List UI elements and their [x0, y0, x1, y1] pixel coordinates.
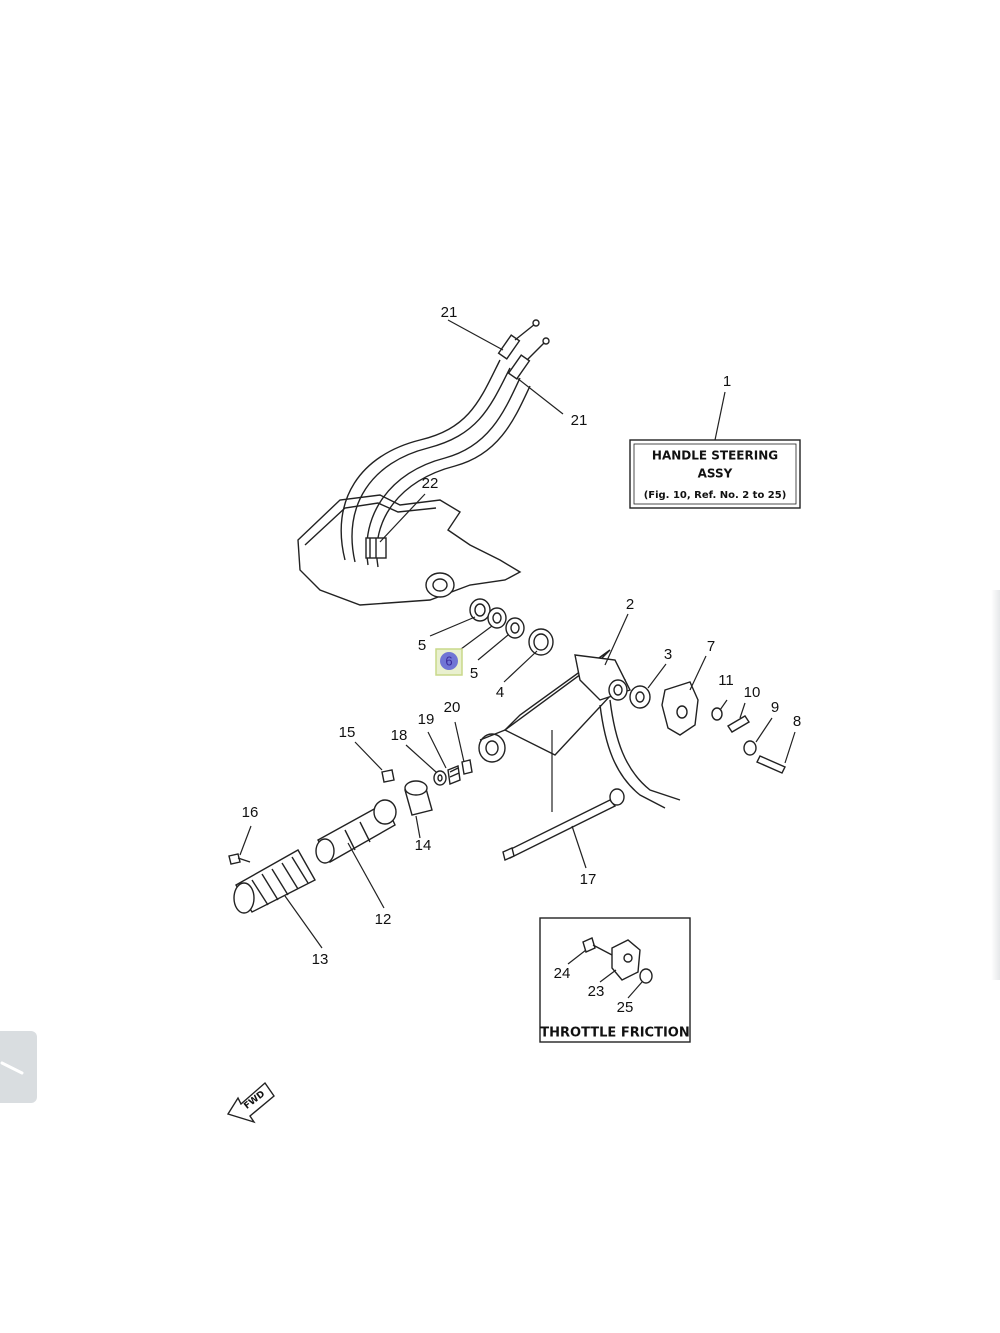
header-box: HANDLE STEERING ASSY (Fig. 10, Ref. No. …: [629, 439, 801, 509]
throttle-collar: [404, 780, 433, 816]
fwd-arrow-icon: FWD: [226, 1081, 275, 1124]
callouts: 21 21 1 22 2 3 7 5 5 4 11 10 9 8 20 19 1…: [242, 304, 802, 1016]
throttle-cables: [340, 319, 550, 568]
highlighted-callout-6[interactable]: 6: [435, 648, 463, 676]
steering-arm: [478, 649, 681, 809]
callout-1: 1: [723, 373, 731, 390]
callout-5a: 5: [418, 637, 426, 654]
callout-23: 23: [588, 983, 605, 1000]
callout-22: 22: [422, 475, 439, 492]
callout-14: 14: [415, 837, 432, 854]
side-drawer-tab[interactable]: [0, 1031, 37, 1103]
grip-screw: [228, 853, 251, 865]
callout-2: 2: [626, 596, 634, 613]
callout-18: 18: [391, 727, 408, 744]
callout-15: 15: [339, 724, 356, 741]
callout-17: 17: [580, 871, 597, 888]
header-box-line2: ASSY: [698, 467, 733, 481]
chevron-left-icon: [0, 1061, 24, 1075]
inset-box-title: THROTTLE FRICTION: [540, 1026, 689, 1041]
callout-3: 3: [664, 646, 672, 663]
callout-13: 13: [312, 951, 329, 968]
collar-and-plate: [629, 681, 786, 774]
leader-lines: [239, 319, 796, 949]
small-parts: [381, 759, 473, 786]
callout-6: 6: [445, 653, 452, 668]
cable-clamp: [365, 537, 387, 559]
callout-21b: 21: [571, 412, 588, 429]
callout-24: 24: [554, 965, 571, 982]
callout-11: 11: [718, 672, 734, 689]
callout-25: 25: [617, 999, 634, 1016]
callout-8: 8: [793, 713, 801, 730]
callout-5b: 5: [470, 665, 478, 682]
callout-21a: 21: [441, 304, 458, 321]
callout-7: 7: [707, 638, 715, 655]
callout-20: 20: [444, 699, 461, 716]
callout-4: 4: [496, 684, 504, 701]
handle-grip: [233, 849, 316, 914]
washers: [469, 598, 554, 656]
throttle-friction-inset: THROTTLE FRICTION: [539, 917, 691, 1043]
callout-12: 12: [375, 911, 392, 928]
callout-10: 10: [744, 684, 761, 701]
bracket-outline: [297, 494, 522, 606]
throttle-shaft: [502, 788, 625, 861]
header-box-line3: (Fig. 10, Ref. No. 2 to 25): [644, 490, 787, 501]
header-box-line1: HANDLE STEERING: [652, 449, 778, 463]
right-edge-shadow: [991, 590, 1000, 980]
callout-19: 19: [418, 711, 435, 728]
callout-16: 16: [242, 804, 259, 821]
callout-9: 9: [771, 699, 779, 716]
grip-tube: [315, 799, 397, 864]
highlight-dot: [440, 652, 458, 670]
